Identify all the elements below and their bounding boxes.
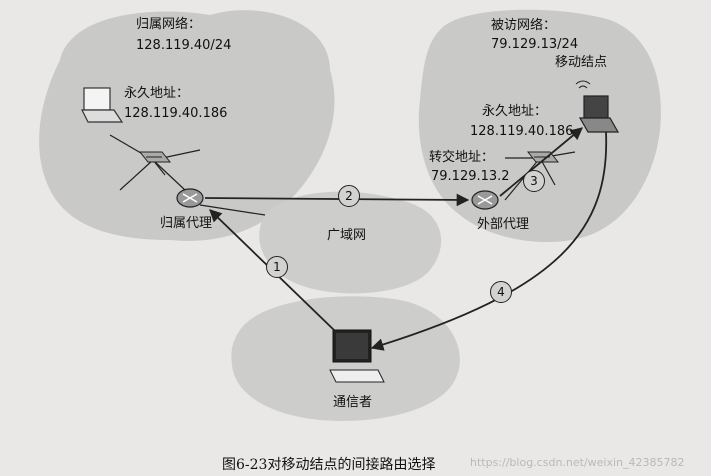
path-step-2 bbox=[204, 193, 470, 207]
home-switch-icon bbox=[138, 151, 172, 163]
foreign-agent-router-icon bbox=[471, 190, 499, 210]
home-network-label: 归属网络： bbox=[136, 17, 202, 32]
home-permanent-address-label: 永久地址： bbox=[124, 86, 190, 101]
home-network-cloud bbox=[39, 10, 335, 241]
mobile-laptop-icon bbox=[575, 80, 620, 133]
visited-network-label: 被访网络： bbox=[491, 18, 557, 33]
correspondent-computer-icon bbox=[329, 329, 385, 383]
path-step-4 bbox=[370, 131, 608, 351]
path-step-3 bbox=[499, 127, 583, 197]
mobile-node-label: 移动结点 bbox=[555, 55, 608, 70]
step-1-badge: 1 bbox=[266, 256, 288, 278]
wan-label: 广域网 bbox=[327, 228, 367, 243]
watermark: https://blog.csdn.net/weixin_42385782 bbox=[470, 456, 685, 469]
home-permanent-address-value: 128.119.40.186 bbox=[124, 106, 228, 121]
visited-permanent-address-value: 128.119.40.186 bbox=[470, 124, 574, 139]
visited-network-cloud bbox=[418, 9, 661, 243]
visited-network-subnet: 79.129.13/24 bbox=[491, 37, 579, 52]
home-agent-router-icon bbox=[176, 188, 204, 208]
home-agent-label: 归属代理 bbox=[160, 216, 213, 231]
home-laptop-icon bbox=[81, 87, 124, 123]
step-2-badge: 2 bbox=[338, 185, 360, 207]
wan-cloud bbox=[259, 191, 442, 294]
correspondent-label: 通信者 bbox=[333, 395, 373, 410]
figure-caption: 图6-23对移动结点的间接路由选择 bbox=[222, 457, 436, 473]
step-3-badge: 3 bbox=[523, 170, 545, 192]
care-of-address-label: 转交地址： bbox=[429, 150, 495, 165]
care-of-address-value: 79.129.13.2 bbox=[431, 169, 510, 184]
visited-permanent-address-label: 永久地址： bbox=[482, 104, 548, 119]
step-4-badge: 4 bbox=[490, 281, 512, 303]
foreign-agent-label: 外部代理 bbox=[477, 217, 530, 232]
message-paths bbox=[204, 127, 608, 351]
home-network-subnet: 128.119.40/24 bbox=[136, 38, 232, 53]
